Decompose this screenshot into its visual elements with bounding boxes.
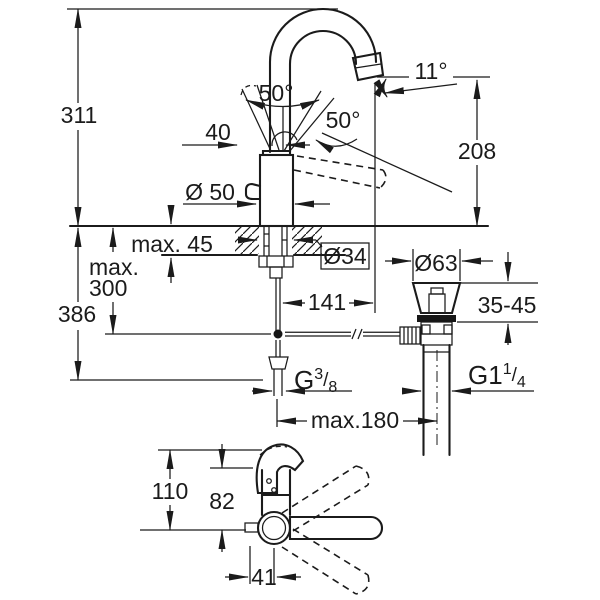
dim-depth-overall: 110 — [152, 478, 189, 504]
drain-assembly — [399, 281, 462, 457]
supply-nut — [268, 356, 289, 370]
dim-handle-offset: 41 — [251, 564, 277, 590]
faucet-body — [244, 149, 295, 228]
top-view-body — [244, 443, 305, 546]
dim-rod-max-line1: max. — [89, 254, 139, 280]
front-nub — [244, 522, 259, 533]
thread-drain-sup: 1 — [503, 361, 512, 378]
thread-drain-g: G1 — [468, 360, 503, 390]
rod-pivot-joint — [273, 329, 283, 339]
under-deck-assembly — [105, 226, 400, 396]
dim-total-height: 311 — [61, 102, 98, 128]
dim-spout-height: 208 — [458, 138, 496, 164]
dim-reach: 141 — [308, 289, 346, 315]
lever-solid — [288, 515, 383, 541]
thread-supply-g: G — [294, 365, 314, 395]
dim-drain-flange-diameter: Ø63 — [414, 250, 457, 276]
angle-outlet: 11° — [414, 58, 447, 84]
angle-lever-up: 50° — [259, 80, 294, 106]
angle-lever-open: 50° — [326, 107, 361, 133]
thread-drain-sub: 4 — [517, 374, 526, 391]
lever-curl-arc — [271, 131, 298, 147]
dia34-box — [320, 242, 370, 270]
dim-hole-diameter: Ø34 — [323, 243, 367, 269]
thread-drain-slash: / — [512, 365, 518, 386]
lever-knob-dashed — [240, 84, 257, 96]
top-view — [140, 443, 383, 595]
dim-below-deck-total: 386 — [58, 301, 96, 327]
lever-open-dashed — [296, 155, 384, 171]
swivel-ring-inner — [261, 515, 287, 541]
dim-deck-max: max. 45 — [131, 231, 213, 257]
dim-drain-clamp-range: 35-45 — [478, 292, 537, 318]
thread-supply-label: G3/8 — [294, 365, 337, 396]
dim-rod-max-line2: 300 — [89, 275, 127, 301]
spout-top-view — [255, 443, 305, 495]
drain-rod-nut — [399, 326, 421, 345]
dimension-lines-top-view — [140, 444, 301, 584]
labels: 311 max. 300 386 max. 45 40 Ø 50 Ø34 141… — [58, 58, 537, 590]
thread-drain-label: G11/4 — [468, 360, 526, 391]
lever-dashed-up — [281, 465, 370, 532]
top-view-lever — [281, 465, 383, 595]
drain-flange — [411, 281, 462, 315]
rod-break-symbol — [351, 328, 363, 340]
dim-body-depth: 82 — [209, 488, 235, 514]
spout-tip — [351, 51, 385, 82]
drain-washer — [417, 315, 456, 322]
dim-handle-width: 40 — [205, 119, 231, 145]
dim-spread-max: max.180 — [311, 407, 399, 433]
thread-supply-sub: 8 — [328, 379, 337, 396]
dimension-lines-front — [67, 8, 538, 427]
thread-supply-slash: / — [323, 370, 329, 391]
drain-pipe — [422, 343, 451, 457]
thread-supply-sup: 3 — [314, 366, 323, 383]
dim-base-diameter: Ø 50 — [185, 179, 235, 205]
lever-angle-leader — [321, 132, 453, 193]
lever-dashed-down — [281, 528, 370, 595]
linkage-rod — [285, 331, 351, 337]
